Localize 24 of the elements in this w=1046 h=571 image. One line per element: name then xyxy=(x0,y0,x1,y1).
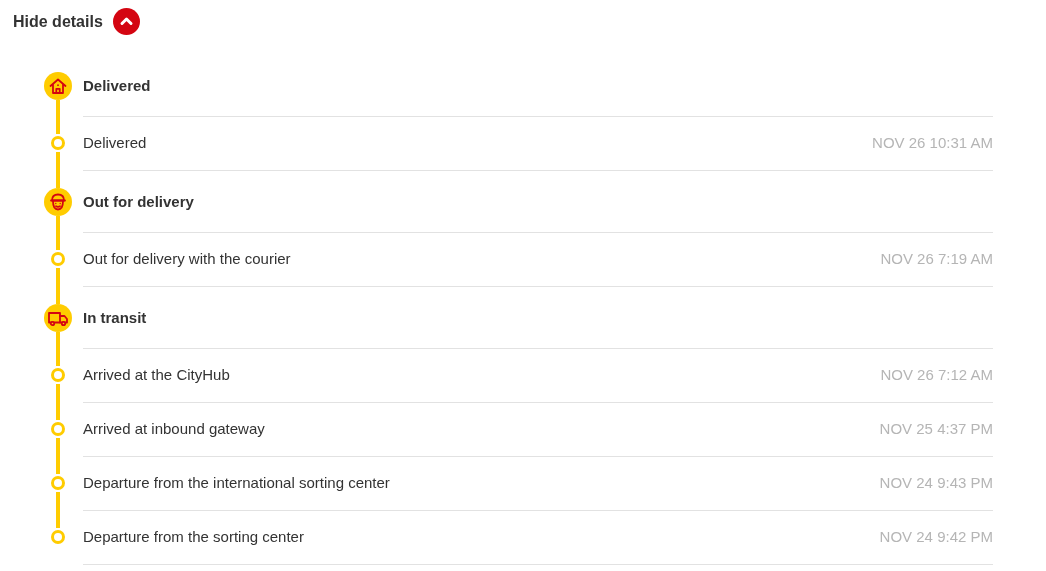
timeline-line xyxy=(56,268,60,304)
status-heading: Out for delivery xyxy=(83,193,194,211)
timestamp: NOV 25 4:37 PM xyxy=(879,420,993,438)
timestamp: NOV 24 9:42 PM xyxy=(879,528,993,546)
timeline-line xyxy=(56,492,60,528)
timeline-line xyxy=(56,216,60,250)
collapse-toggle-button: Hide details xyxy=(13,8,140,35)
event-description: Departure from the international sorting center xyxy=(83,474,390,492)
timeline-line xyxy=(56,100,60,134)
event-description: Out for delivery with the courier xyxy=(83,250,291,268)
status-heading: In transit xyxy=(83,309,147,327)
status-heading: Delivered xyxy=(83,77,151,95)
timeline-line xyxy=(56,384,60,420)
event-description: Departure from the sorting center xyxy=(83,528,304,546)
timestamp: NOV 26 10:31 AM xyxy=(872,134,993,152)
timeline-line xyxy=(56,152,60,188)
timeline-line xyxy=(56,332,60,366)
timestamp: NOV 26 7:19 AM xyxy=(880,250,993,268)
event-description: Arrived at inbound gateway xyxy=(83,420,265,438)
timeline-line xyxy=(56,438,60,474)
timestamp: NOV 24 9:43 PM xyxy=(879,474,993,492)
event-description: Arrived at the CityHub xyxy=(83,366,230,384)
event-description: Delivered xyxy=(83,134,147,152)
timestamp: NOV 26 7:12 AM xyxy=(880,366,993,384)
